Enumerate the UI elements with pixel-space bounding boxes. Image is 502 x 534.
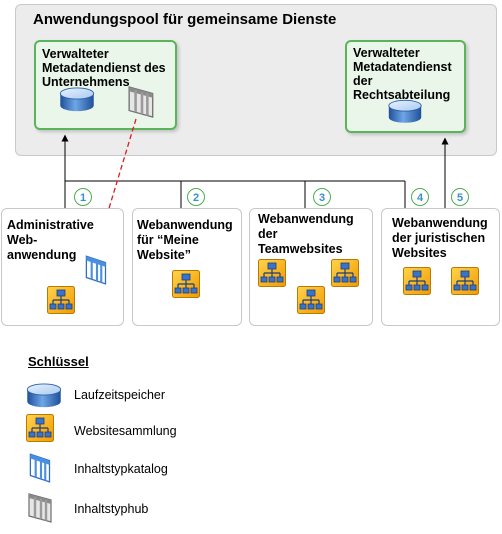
content-type-gallery-icon xyxy=(84,252,110,286)
site-collection-icon xyxy=(258,259,286,287)
web-app-title: Webanwendung der juristischen Websites xyxy=(392,216,488,260)
site-collection-icon xyxy=(26,414,54,442)
legend-title: Schlüssel xyxy=(28,354,89,369)
legend-label-site-collection: Websitesammlung xyxy=(74,424,177,438)
badge-2: 2 xyxy=(187,188,205,206)
content-type-gallery-icon xyxy=(28,450,54,484)
site-collection-icon xyxy=(331,259,359,287)
service-title: Verwalteter Metadatendienst der Rechtsab… xyxy=(353,46,452,102)
site-collection-icon xyxy=(172,270,200,298)
pool-title: Anwendungspool für gemeinsame Dienste xyxy=(33,11,337,28)
site-collection-icon xyxy=(47,286,75,314)
web-app-legal-sites[interactable]: Webanwendung der juristischen Websites xyxy=(381,208,500,326)
site-collection-icon xyxy=(297,286,325,314)
web-app-title: Administrative Web- anwendung xyxy=(7,218,94,262)
badge-3: 3 xyxy=(313,188,331,206)
web-app-my-site[interactable]: Webanwendung für “Meine Website” xyxy=(132,208,242,326)
content-type-hub-icon xyxy=(27,490,55,526)
badge-4: 4 xyxy=(411,188,429,206)
legend-label-content-type-gallery: Inhaltstypkatalog xyxy=(74,462,168,476)
database-icon xyxy=(25,383,63,409)
site-collection-icon xyxy=(451,267,479,295)
web-app-title: Webanwendung für “Meine Website” xyxy=(137,218,233,262)
legend-label-database: Laufzeitspeicher xyxy=(74,388,166,402)
badge-5: 5 xyxy=(451,188,469,206)
badge-1: 1 xyxy=(74,188,92,206)
site-collection-icon xyxy=(403,267,431,295)
service-title: Verwalteter Metadatendienst des Unterneh… xyxy=(42,47,166,89)
legend-label-content-type-hub: Inhaltstyphub xyxy=(74,502,149,516)
web-app-title: Webanwendung der Teamwebsites xyxy=(258,212,354,256)
